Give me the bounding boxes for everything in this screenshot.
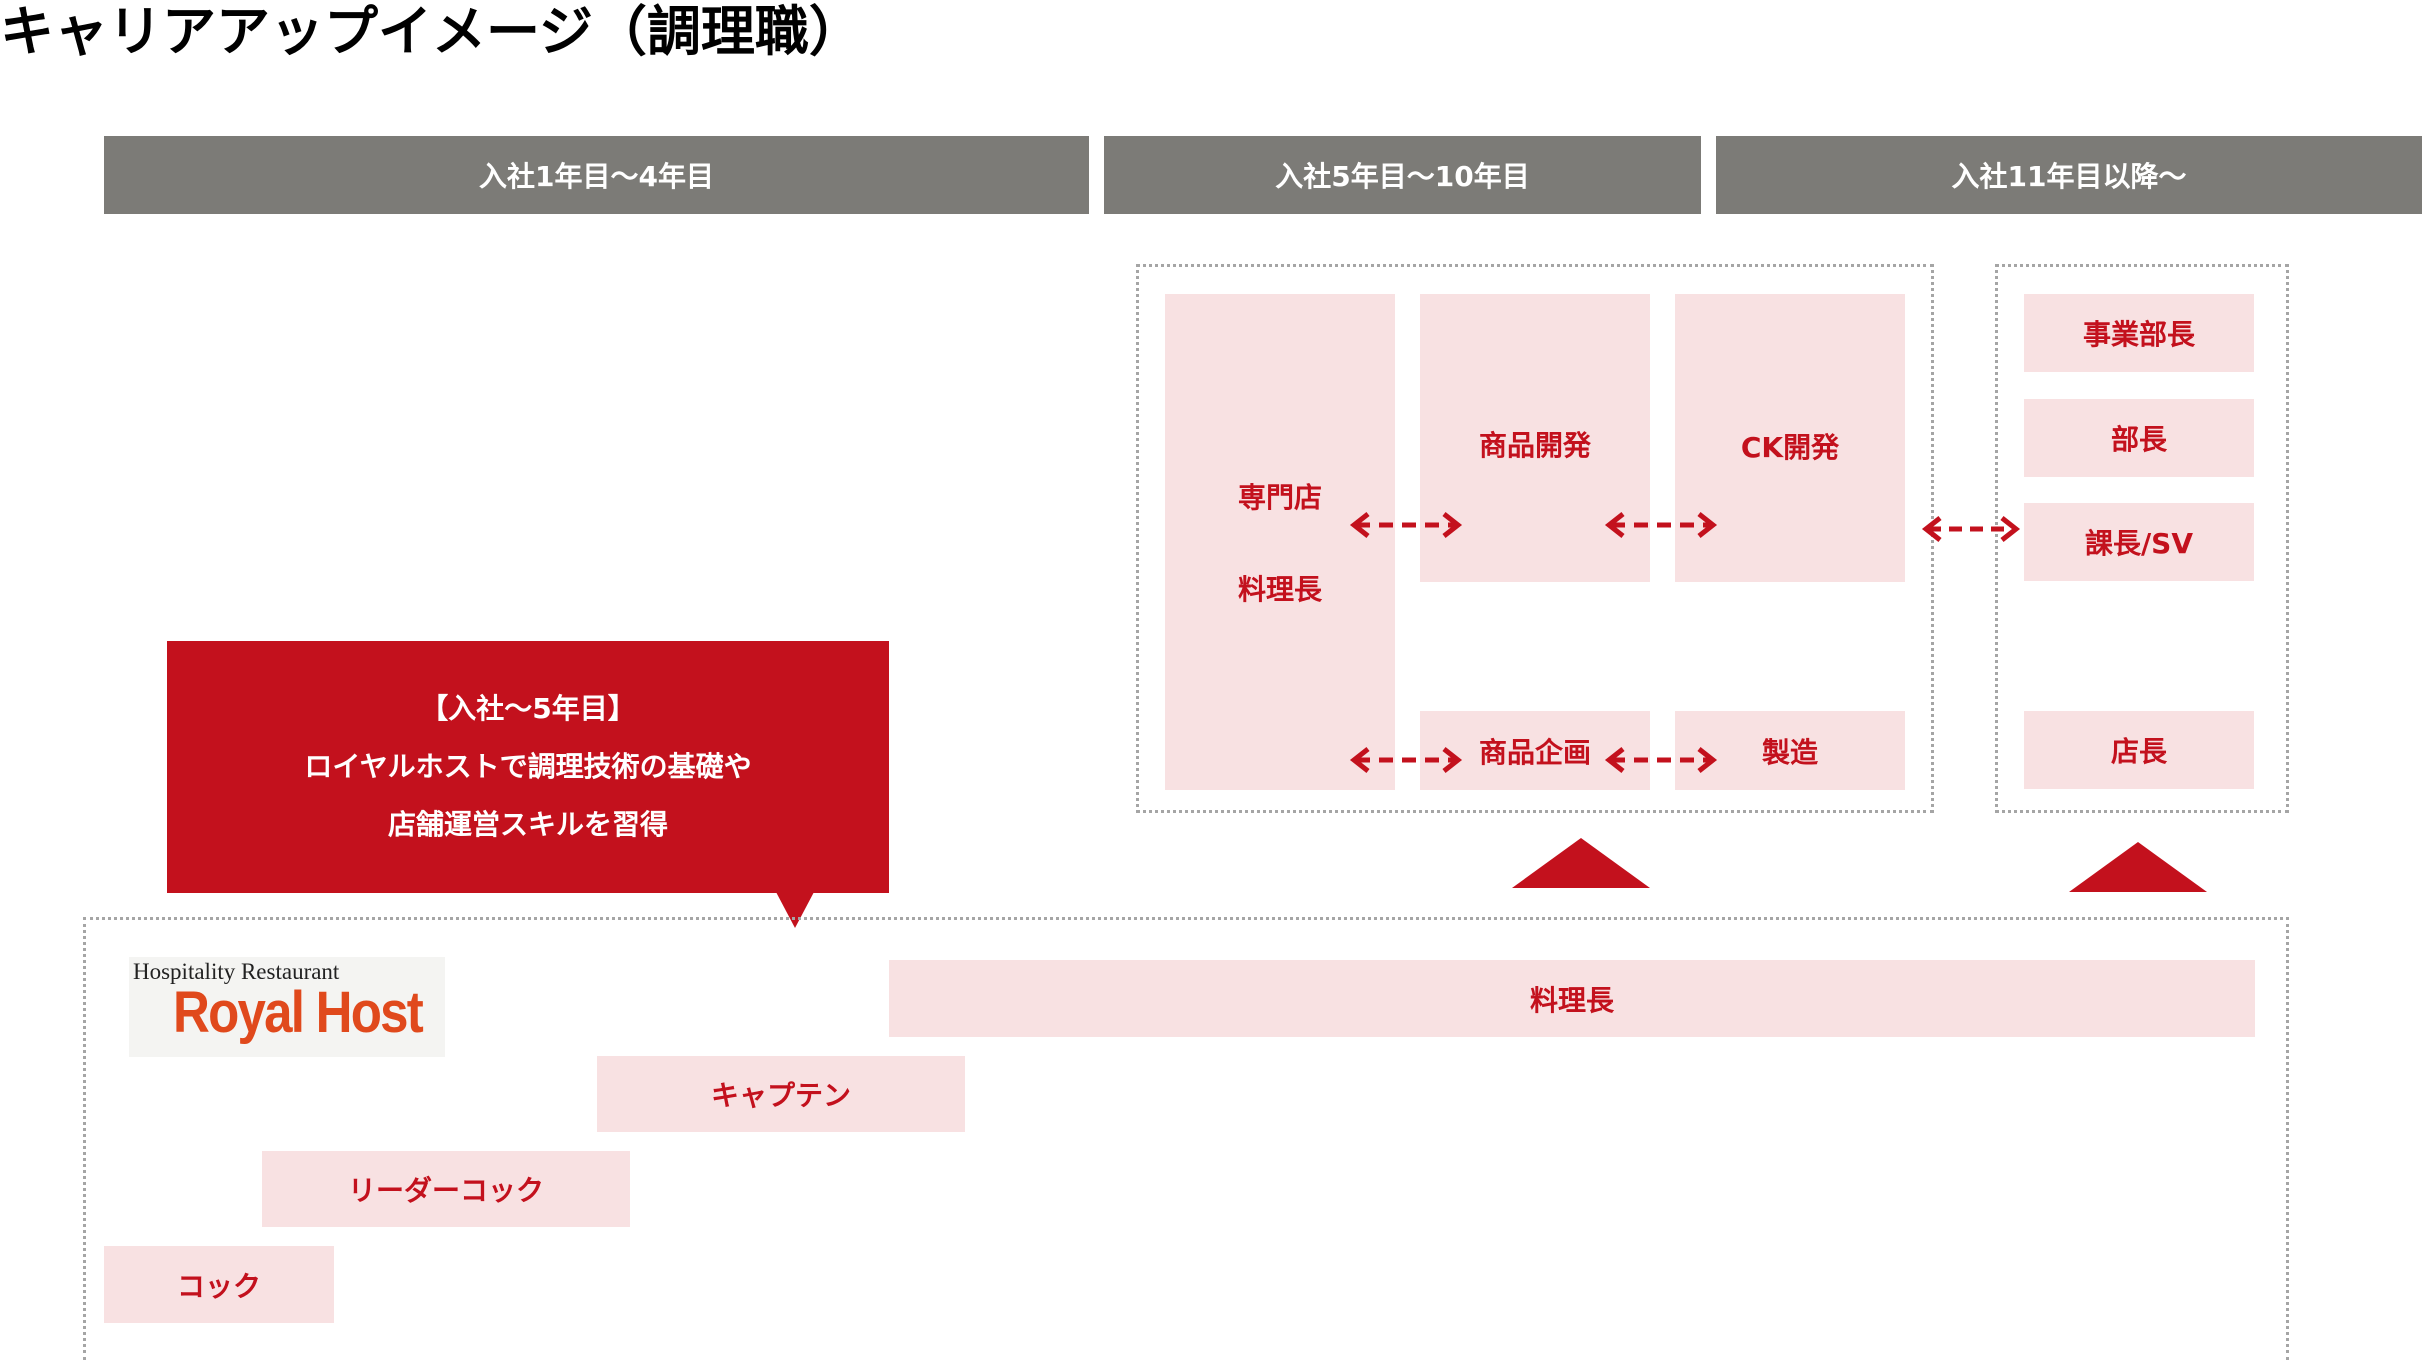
senior-career-group (1995, 264, 2289, 813)
captain-label: キャプテン (710, 1079, 851, 1112)
specialty-store-head-chef-box: 専門店 料理長 (1165, 294, 1395, 790)
callout-box: 【入社〜5年目】 ロイヤルホストで調理技術の基礎や 店舗運営スキルを習得 (167, 641, 889, 893)
callout-tail (776, 892, 814, 928)
callout-line-3: 店舗運営スキルを習得 (387, 808, 668, 841)
period-header-years-11-plus: 入社11年目以降〜 (1716, 136, 2422, 214)
section-manager-sv-label: 課長/SV (2084, 527, 2194, 560)
product-development-label: 商品開発 (1478, 429, 1591, 462)
head-chef-box: 料理長 (889, 960, 2255, 1037)
callout-line-1: 【入社〜5年目】 (420, 692, 636, 725)
captain-box: キャプテン (597, 1056, 965, 1132)
callout-line-2: ロイヤルホストで調理技術の基礎や (304, 750, 752, 783)
head-chef-label: 料理長 (1529, 983, 1614, 1017)
division-manager-box: 事業部長 (2024, 294, 2254, 372)
page-title: キャリアアップイメージ（調理職） (0, 0, 863, 63)
division-manager-label: 事業部長 (2082, 318, 2195, 351)
leader-cook-label: リーダーコック (347, 1174, 544, 1207)
period-header-years-1-4: 入社1年目〜4年目 (104, 136, 1089, 214)
head-chef-label: 料理長 (1237, 573, 1322, 606)
manufacturing-label: 製造 (1761, 735, 1818, 769)
double-arrow-icon (1604, 512, 1718, 538)
cook-box: コック (104, 1246, 334, 1323)
leader-cook-box: リーダーコック (262, 1151, 630, 1227)
product-planning-box: 商品企画 (1420, 711, 1650, 790)
specialty-store-label: 専門店 (1237, 481, 1322, 514)
product-development-box: 商品開発 (1420, 294, 1650, 582)
early-career-group (83, 917, 2289, 1360)
manufacturing-box: 製造 (1675, 711, 1905, 790)
logo-brand: Royal Host (173, 980, 424, 1045)
double-arrow-icon (1921, 516, 2021, 542)
mid-career-group (1136, 264, 1934, 813)
royal-host-logo: Hospitality Restaurant Royal Host (129, 957, 445, 1057)
department-manager-label: 部長 (2110, 423, 2167, 456)
double-arrow-icon (1349, 747, 1463, 773)
department-manager-box: 部長 (2024, 399, 2254, 477)
section-manager-sv-box: 課長/SV (2024, 503, 2254, 581)
period-header-years-5-10: 入社5年目〜10年目 (1104, 136, 1701, 214)
double-arrow-icon (1349, 512, 1463, 538)
progression-up-triangle-icon (1512, 838, 1650, 888)
progression-up-triangle-icon (2069, 842, 2207, 892)
cook-label: コック (176, 1269, 261, 1303)
product-planning-label: 商品企画 (1478, 735, 1591, 769)
ck-development-box: CK開発 (1675, 294, 1905, 582)
store-manager-box: 店長 (2024, 711, 2254, 789)
store-manager-label: 店長 (2110, 735, 2167, 768)
double-arrow-icon (1604, 747, 1718, 773)
logo-tagline: Hospitality Restaurant (133, 959, 340, 984)
ck-development-label: CK開発 (1740, 431, 1840, 464)
